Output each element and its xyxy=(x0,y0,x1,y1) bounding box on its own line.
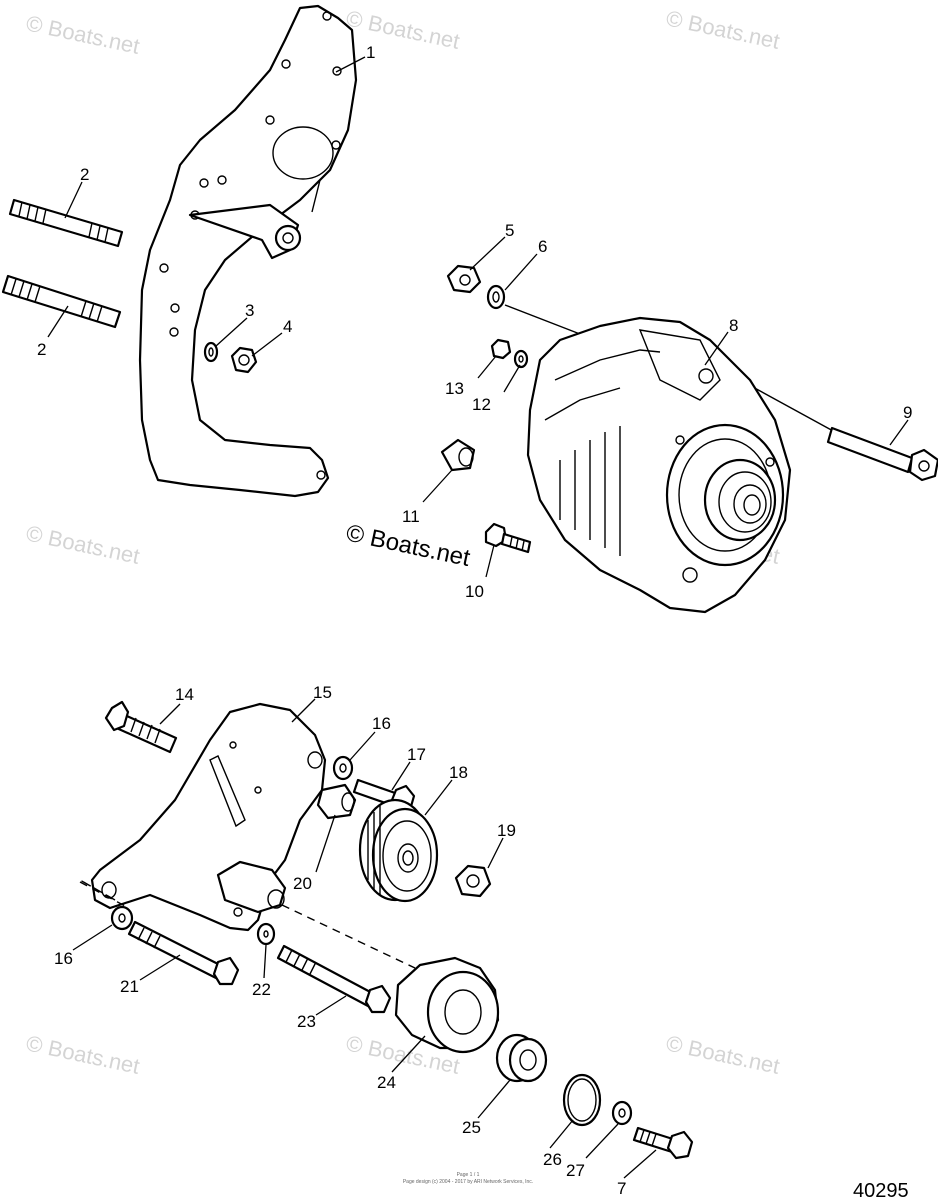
washer-part-27 xyxy=(611,1100,633,1126)
callout-22: 22 xyxy=(252,980,271,999)
callout-8: 8 xyxy=(729,316,738,335)
watermark-bottom-right: © Boats.net xyxy=(664,1030,782,1078)
spacer-part-20 xyxy=(316,783,357,820)
callout-13: 13 xyxy=(445,379,464,398)
callout-17: 17 xyxy=(407,745,426,764)
callout-24: 24 xyxy=(377,1073,396,1092)
callout-5: 5 xyxy=(505,221,514,240)
callout-19: 19 xyxy=(497,821,516,840)
guide-line-2 xyxy=(79,881,126,907)
callout-7: 7 xyxy=(617,1179,626,1198)
nut-part-13 xyxy=(490,338,512,360)
alignment-line-upper-1 xyxy=(504,304,581,335)
sleeve-part-11 xyxy=(440,438,476,472)
callout-18: 18 xyxy=(449,763,468,782)
bolt-part-7 xyxy=(632,1126,694,1160)
callout-1: 1 xyxy=(366,43,375,62)
stud-part-2-upper xyxy=(8,198,124,248)
pulley-part-18 xyxy=(358,798,439,903)
washer-part-3 xyxy=(203,341,219,363)
washer-part-6 xyxy=(486,284,506,310)
idler-wheel-part-24 xyxy=(394,956,500,1054)
washer-part-22 xyxy=(256,922,276,946)
footer-copyright: Page design (c) 2004 - 2017 by ARI Netwo… xyxy=(403,1179,533,1185)
idler-bracket-part-15 xyxy=(90,702,327,932)
nut-part-4 xyxy=(230,346,258,374)
callout-23: 23 xyxy=(297,1012,316,1031)
callout-4: 4 xyxy=(283,317,292,336)
stud-part-14 xyxy=(104,700,178,754)
washer-part-12 xyxy=(513,349,529,369)
leader-lines xyxy=(47,56,909,1179)
bolt-part-9 xyxy=(826,426,938,482)
watermark-top-center: © Boats.net xyxy=(344,5,462,53)
snap-ring-part-26 xyxy=(562,1073,602,1127)
footer-page: Page 1 / 1 xyxy=(457,1172,480,1178)
callout-16-lower: 16 xyxy=(54,949,73,968)
watermark-top-left: © Boats.net xyxy=(24,10,142,58)
watermark-bottom-left: © Boats.net xyxy=(24,1030,142,1078)
callout-27: 27 xyxy=(566,1161,585,1180)
callout-12: 12 xyxy=(472,395,491,414)
callout-16-upper: 16 xyxy=(372,714,391,733)
alternator-part-8 xyxy=(526,316,792,614)
watermark-mid-left: © Boats.net xyxy=(24,520,142,568)
bolt-part-10 xyxy=(484,522,532,554)
callout-14: 14 xyxy=(175,685,194,704)
guide-line-3 xyxy=(281,904,416,969)
bolt-part-21 xyxy=(127,920,240,986)
callout-20: 20 xyxy=(293,874,312,893)
bracket-part-1 xyxy=(138,4,358,498)
bolt-part-23 xyxy=(276,944,392,1014)
callout-2-lower: 2 xyxy=(37,340,46,359)
nut-part-19 xyxy=(454,864,492,898)
callout-9: 9 xyxy=(903,403,912,422)
washer-part-16-lower xyxy=(110,905,134,931)
watermark-top-right: © Boats.net xyxy=(664,5,782,53)
callout-21: 21 xyxy=(120,977,139,996)
stud-part-2-lower xyxy=(1,274,122,329)
callout-10: 10 xyxy=(465,582,484,601)
callout-6: 6 xyxy=(538,237,547,256)
callout-25: 25 xyxy=(462,1118,481,1137)
callout-26: 26 xyxy=(543,1150,562,1169)
callout-3: 3 xyxy=(245,301,254,320)
callout-15: 15 xyxy=(313,683,332,702)
callout-2-upper: 2 xyxy=(80,165,89,184)
nut-part-5 xyxy=(446,264,482,294)
center-watermark: © Boats.net xyxy=(344,519,473,572)
callout-numbers: 1 2 2 3 4 5 6 8 13 12 9 11 10 14 15 16 1… xyxy=(37,43,912,1198)
callout-11: 11 xyxy=(402,507,420,526)
bearing-part-25 xyxy=(495,1033,548,1083)
drawing-number: 40295 xyxy=(853,1180,909,1200)
washer-part-16-upper xyxy=(332,755,354,781)
